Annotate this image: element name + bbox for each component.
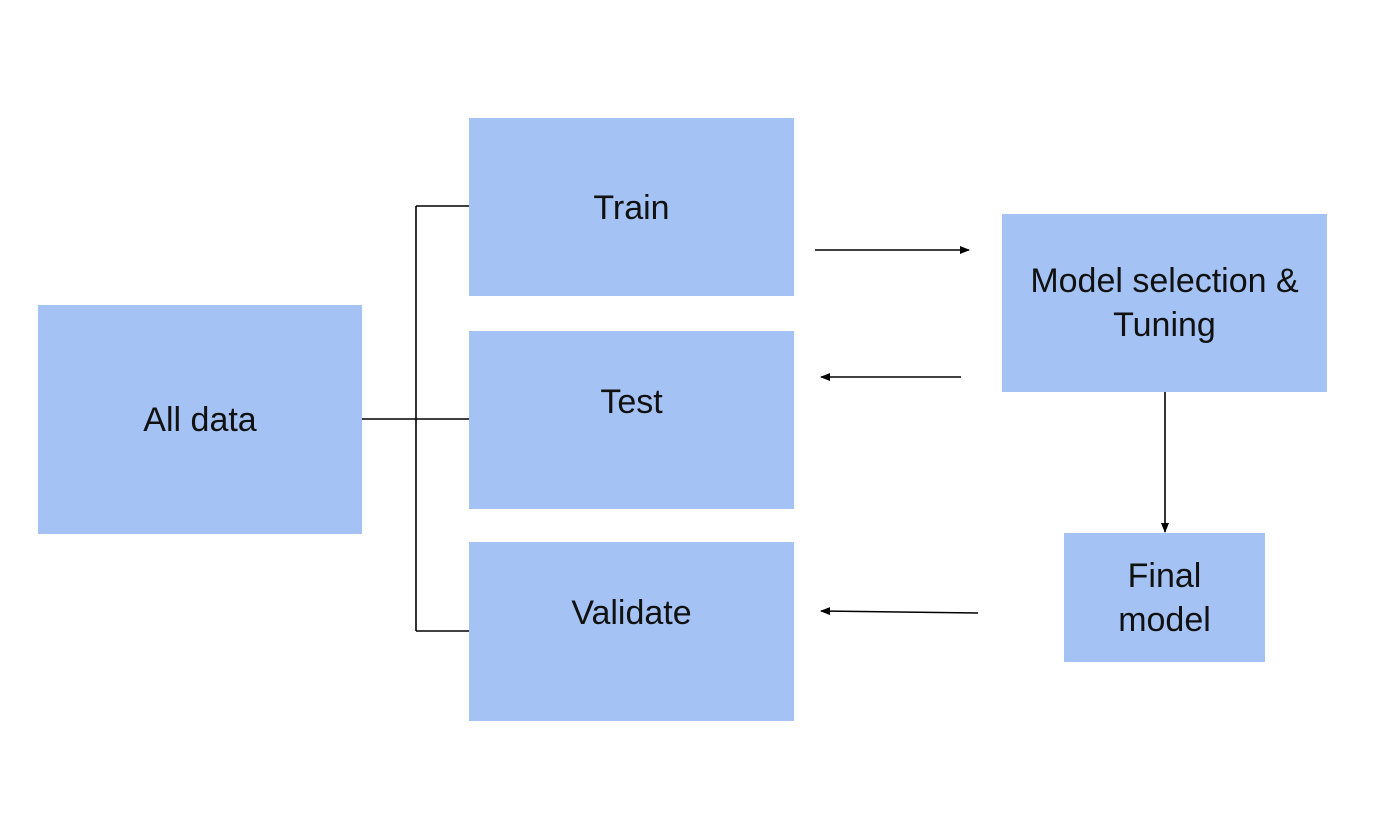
node-model-selection-label: Model selection & Tuning (1030, 262, 1299, 344)
node-final-model-label: Final model (1118, 556, 1211, 639)
node-validate: Validate (469, 542, 794, 721)
node-all-data: All data (38, 305, 362, 534)
arrow-final-to-validate (820, 607, 979, 616)
node-final-model: Final model (1064, 533, 1265, 662)
node-validate-label: Validate (571, 594, 692, 632)
node-train: Train (469, 118, 794, 296)
node-model-selection: Model selection & Tuning (1002, 214, 1327, 392)
node-all-data-label: All data (143, 400, 257, 439)
node-test: Test (469, 331, 794, 509)
node-test-label: Test (600, 383, 663, 421)
node-train-label: Train (593, 189, 670, 227)
